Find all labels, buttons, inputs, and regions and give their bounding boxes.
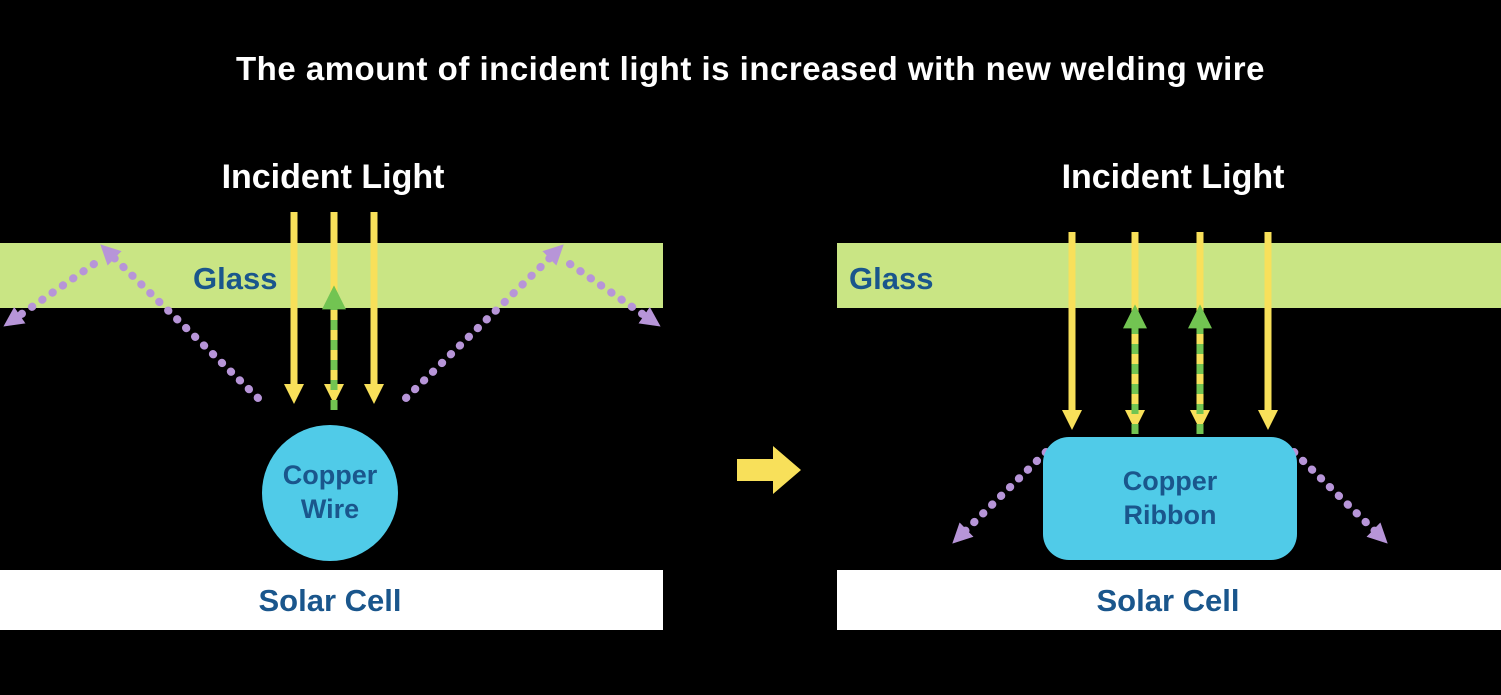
reflected-ray-left-exit-arrow [3,260,98,327]
glass-bar-right [837,243,1501,308]
captured-ray-right-arrow [1290,448,1388,544]
solar-cell-label-left: Solar Cell [258,583,402,618]
captured-ray-left-arrow [952,448,1050,544]
copper-wire-label: Copper Wire [282,460,378,524]
copper-wire-shape [262,425,398,561]
glass-label-left: Glass [193,261,278,296]
solar-cell-label-right: Solar Cell [1096,583,1240,618]
copper-ribbon-label: Copper Ribbon [1122,466,1218,530]
solar-cell-bar-left [0,570,663,630]
copper-ribbon-shape [1043,437,1297,560]
reflected-ray-left-up-arrow [100,244,262,402]
reflected-ray-right-up-arrow [402,244,564,402]
incident-light-label-left: Incident Light [221,158,445,196]
incident-light-label-right: Incident Light [1061,158,1285,196]
reflected-ray-right-exit-arrow [566,260,661,327]
diagram-title: The amount of incident light is increase… [236,50,1265,87]
solar-cell-bar-right [837,570,1501,630]
transition-arrow-right-icon [737,446,801,494]
glass-label-right: Glass [849,261,934,296]
